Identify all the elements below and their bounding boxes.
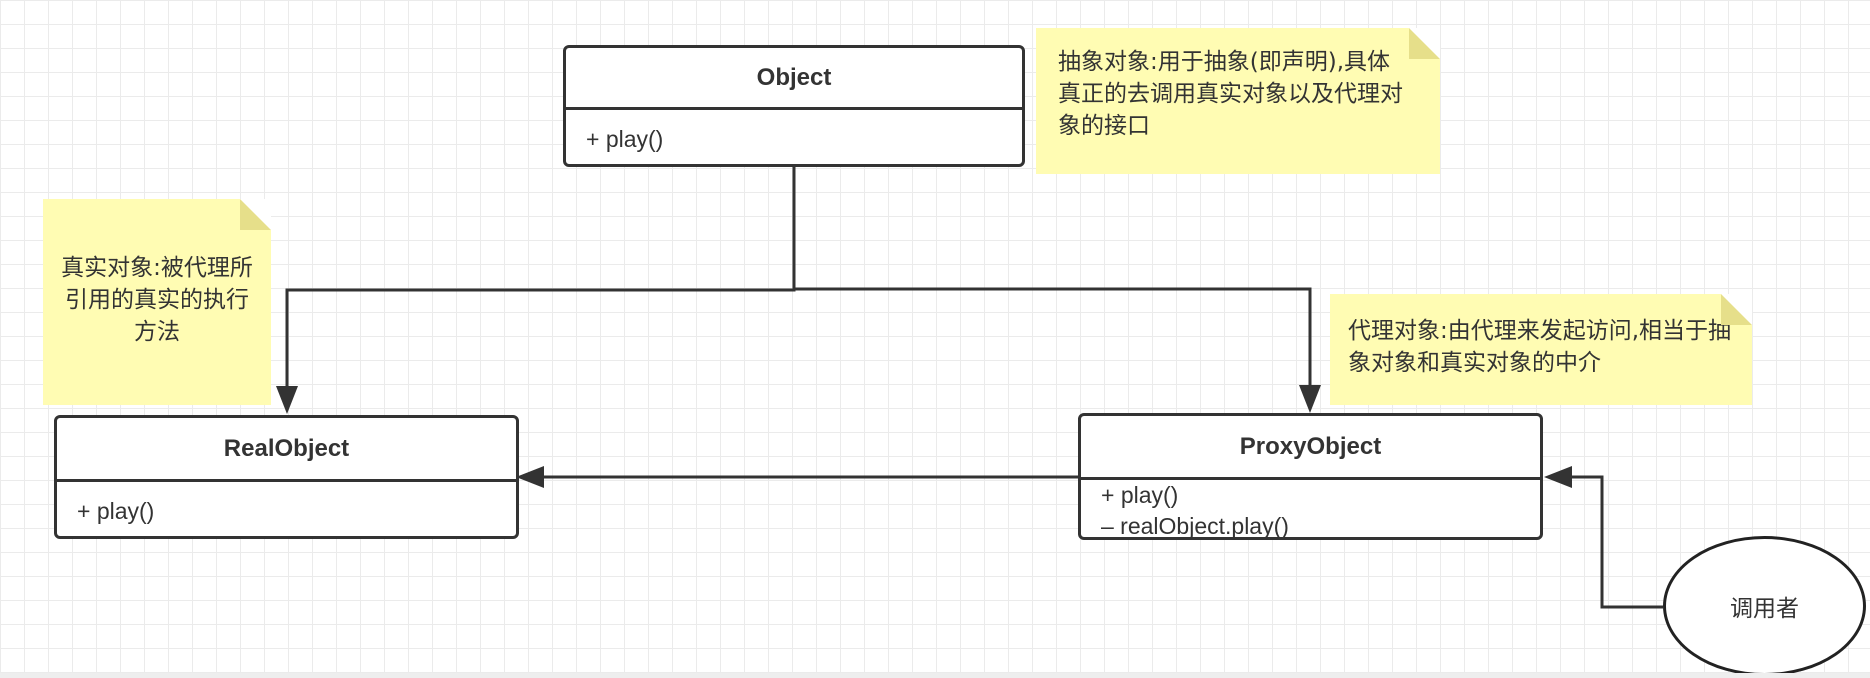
note-fold-corner [1409,28,1440,59]
class-real-object[interactable]: RealObject + play() [54,415,519,539]
arrowhead-proxy [1299,385,1321,413]
class-proxy-object-member: – realObject.play() [1101,513,1289,539]
caller-actor[interactable]: 调用者 [1663,536,1866,676]
class-real-object-member: + play() [77,498,155,524]
caller-actor-label: 调用者 [1730,596,1799,622]
inherit-edge-proxy[interactable] [792,287,1312,407]
inherit-edge-real[interactable] [285,167,796,408]
note-fold-corner [1721,294,1752,325]
arrowhead-delegate [516,466,544,488]
note-real-text: 真实对象:被代理所引用的真实的执行方法 [61,255,253,345]
class-proxy-object-title: ProxyObject [1081,416,1540,480]
class-proxy-object[interactable]: ProxyObject + play() – realObject.play() [1078,413,1543,540]
class-object[interactable]: Object + play() [563,45,1025,167]
note-abstract[interactable]: 抽象对象:用于抽象(即声明),具体真正的去调用真实对象以及代理对象的接口 [1036,28,1440,174]
canvas-bottom-edge [0,673,1870,678]
call-edge[interactable] [1570,475,1663,609]
class-object-title: Object [566,48,1022,110]
note-proxy-text: 代理对象:由代理来发起访问,相当于抽象对象和真实对象的中介 [1348,318,1732,376]
arrowhead-real [276,386,298,414]
class-proxy-object-member: + play() [1101,482,1179,508]
arrowhead-call [1544,466,1572,488]
note-abstract-text: 抽象对象:用于抽象(即声明),具体真正的去调用真实对象以及代理对象的接口 [1058,49,1403,139]
class-real-object-title: RealObject [57,418,516,482]
class-object-member: + play() [586,126,664,152]
note-real[interactable]: 真实对象:被代理所引用的真实的执行方法 [43,199,271,405]
note-fold-corner [240,199,271,230]
note-proxy[interactable]: 代理对象:由代理来发起访问,相当于抽象对象和真实对象的中介 [1330,294,1752,405]
